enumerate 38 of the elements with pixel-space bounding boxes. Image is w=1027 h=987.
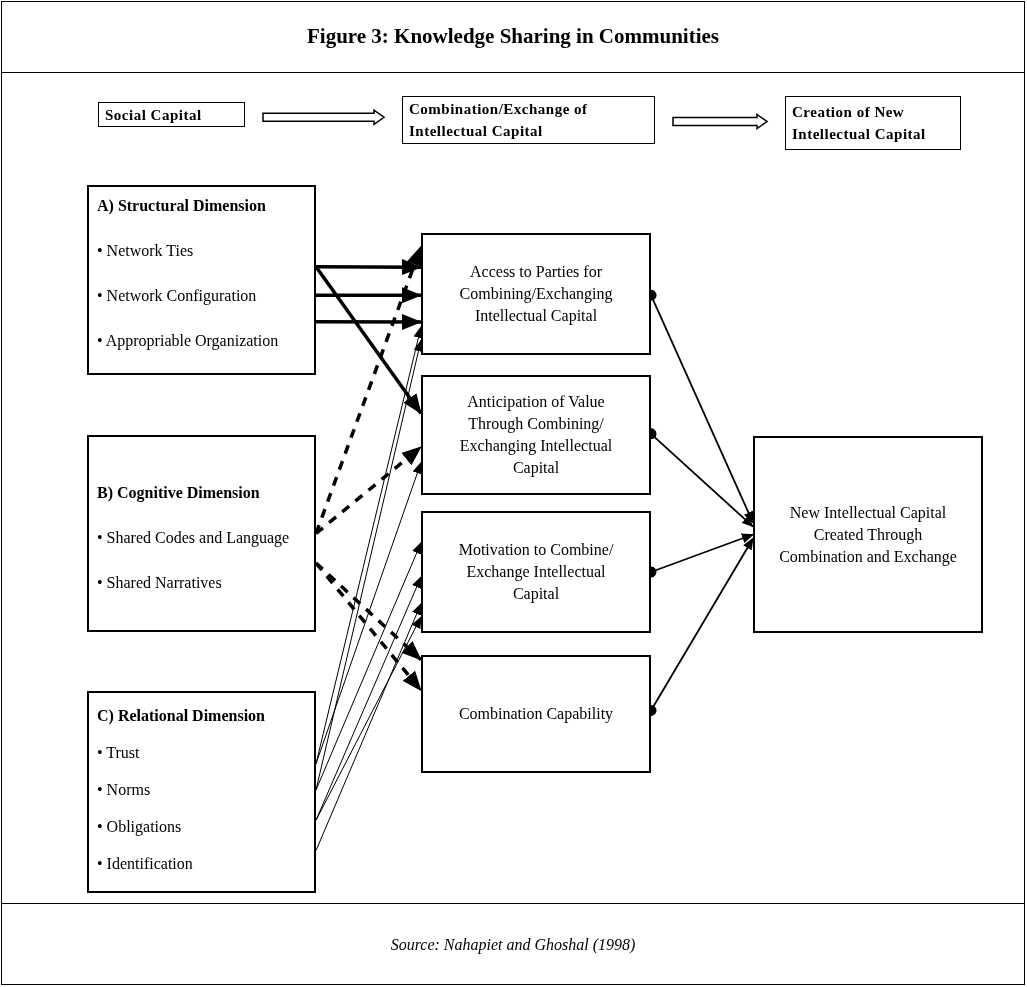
box-text: New Intellectual Capital Created Through Combination and Exchange xyxy=(778,502,958,568)
dimension-box xyxy=(87,185,316,375)
dimension-box xyxy=(87,691,316,893)
bullet-item: • Norms xyxy=(97,780,151,800)
arrow xyxy=(316,259,422,276)
bullet-item: • Trust xyxy=(97,743,140,763)
dimension-heading: C) Relational Dimension xyxy=(97,706,265,726)
box-text: Access to Parties for Combining/Exchanging Intellectual Capital xyxy=(458,262,614,327)
process-box xyxy=(421,655,651,773)
arrow xyxy=(316,287,422,304)
process-box xyxy=(421,233,651,355)
process-box xyxy=(753,436,983,633)
header-box xyxy=(402,96,655,144)
arrow xyxy=(316,314,422,330)
figure-title: Figure 3: Knowledge Sharing in Communities xyxy=(306,22,720,50)
bullet-item: • Identification xyxy=(97,854,193,874)
box-text: Anticipation of Value Through Combining/ Exchanging Intellectual Capital xyxy=(458,392,614,479)
bullet-item: • Network Ties xyxy=(97,241,194,261)
process-box xyxy=(421,511,651,633)
process-box xyxy=(421,375,651,495)
box-text: Combination Capability xyxy=(458,704,614,725)
source-caption: Source: Nahapiet and Ghoshal (1998) xyxy=(390,934,636,956)
dimension-box xyxy=(87,435,316,632)
bullet-item: • Appropriable Organization xyxy=(97,331,279,351)
bullet-item: • Network Configuration xyxy=(97,286,257,306)
box-text: Motivation to Combine/ Exchange Intellectual Capital xyxy=(457,540,615,605)
header-text: Creation of New Intellectual Capital xyxy=(792,103,927,144)
dimension-heading: A) Structural Dimension xyxy=(97,196,266,216)
header-box xyxy=(98,102,245,127)
dimension-heading: B) Cognitive Dimension xyxy=(97,483,260,503)
header-text: Combination/Exchange of Intellectual Capital xyxy=(409,100,589,141)
bullet-item: • Obligations xyxy=(97,817,182,837)
header-box xyxy=(785,96,961,150)
header-text: Social Capital xyxy=(105,105,203,125)
block-arrow xyxy=(262,108,386,126)
bullet-item: • Shared Codes and Language xyxy=(97,528,290,548)
block-arrow xyxy=(672,113,769,130)
bullet-item: • Shared Narratives xyxy=(97,573,222,593)
